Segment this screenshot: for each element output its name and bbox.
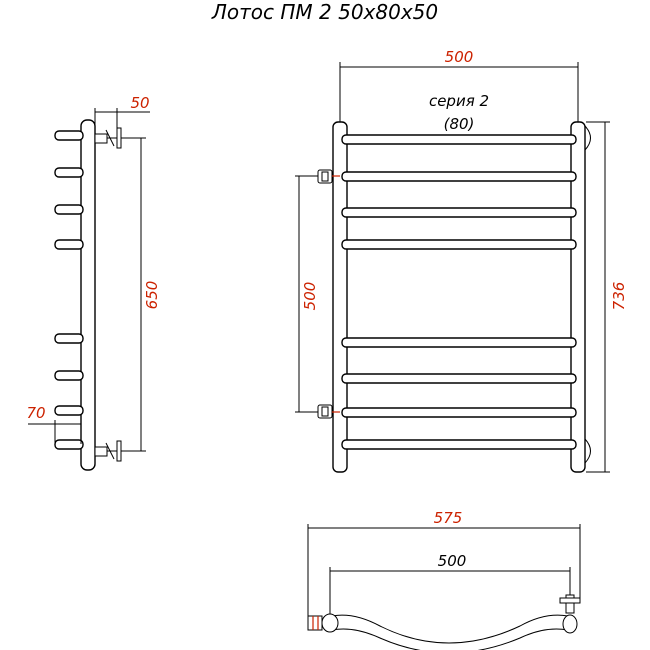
side-view-main-pipe — [80, 119, 96, 471]
front-view-connection-dimension: 500 — [295, 175, 319, 413]
top-view-connection-dimension: 500 — [329, 552, 571, 614]
side-view-rung — [54, 370, 84, 381]
side-view-bottom-offset-dimension: 70 — [26, 404, 82, 444]
top-view-overall-label: 575 — [434, 509, 463, 527]
top-view-left-fitting — [307, 615, 323, 631]
side-view-rung — [54, 405, 84, 416]
side-view-rung — [54, 239, 84, 250]
side-view-top-mount — [94, 127, 122, 149]
top-view-right-mount — [559, 594, 581, 614]
side-view-rungs — [54, 130, 84, 450]
front-view-rung — [341, 337, 577, 348]
side-view: 50 650 70 — [26, 94, 161, 471]
front-view-rung — [341, 134, 577, 145]
front-view-rung — [341, 407, 577, 418]
front-view-top-fitting — [317, 169, 340, 184]
side-view-wall-offset-label: 50 — [130, 94, 149, 112]
drawing-title: Лотос ПМ 2 50х80х50 — [211, 0, 438, 24]
front-view-connection-label: 500 — [301, 282, 319, 311]
top-view-left-end — [321, 613, 339, 633]
front-view-rung — [341, 207, 577, 218]
side-view-rung — [54, 130, 84, 141]
front-view-rung — [341, 373, 577, 384]
side-view-wall-offset-dimension: 50 — [94, 94, 150, 128]
side-view-bottom-offset-label: 70 — [26, 404, 45, 422]
top-view-connection-label: 500 — [438, 552, 467, 570]
top-view-curved-body — [331, 614, 569, 644]
top-view-overall-dimension: 575 — [307, 509, 581, 616]
side-view-height-dimension: 650 — [121, 137, 161, 452]
top-view: 575 500 — [307, 509, 581, 650]
side-view-rung — [54, 333, 84, 344]
side-view-rung — [54, 167, 84, 178]
side-view-bottom-mount — [94, 440, 122, 462]
front-view-height-label: 736 — [610, 282, 628, 311]
front-view-series-label: серия 2 — [429, 92, 489, 110]
front-view-bottom-fitting — [317, 404, 340, 419]
front-view-rung — [341, 439, 577, 450]
front-view-right-mounts — [584, 125, 591, 464]
side-view-rung — [54, 439, 84, 450]
front-view-rung — [341, 239, 577, 250]
side-view-rung — [54, 204, 84, 215]
front-view-height-dimension: 736 — [586, 121, 628, 473]
front-view: 500 серия 2 (80) 500 736 — [295, 48, 628, 473]
front-view-width-label: 500 — [445, 48, 474, 66]
front-view-rungs — [341, 134, 577, 450]
front-view-series-sub: (80) — [444, 115, 475, 133]
top-view-right-end — [562, 614, 578, 634]
front-view-rung — [341, 171, 577, 182]
front-view-width-dimension: 500 — [339, 48, 579, 122]
side-view-height-label: 650 — [143, 281, 161, 310]
